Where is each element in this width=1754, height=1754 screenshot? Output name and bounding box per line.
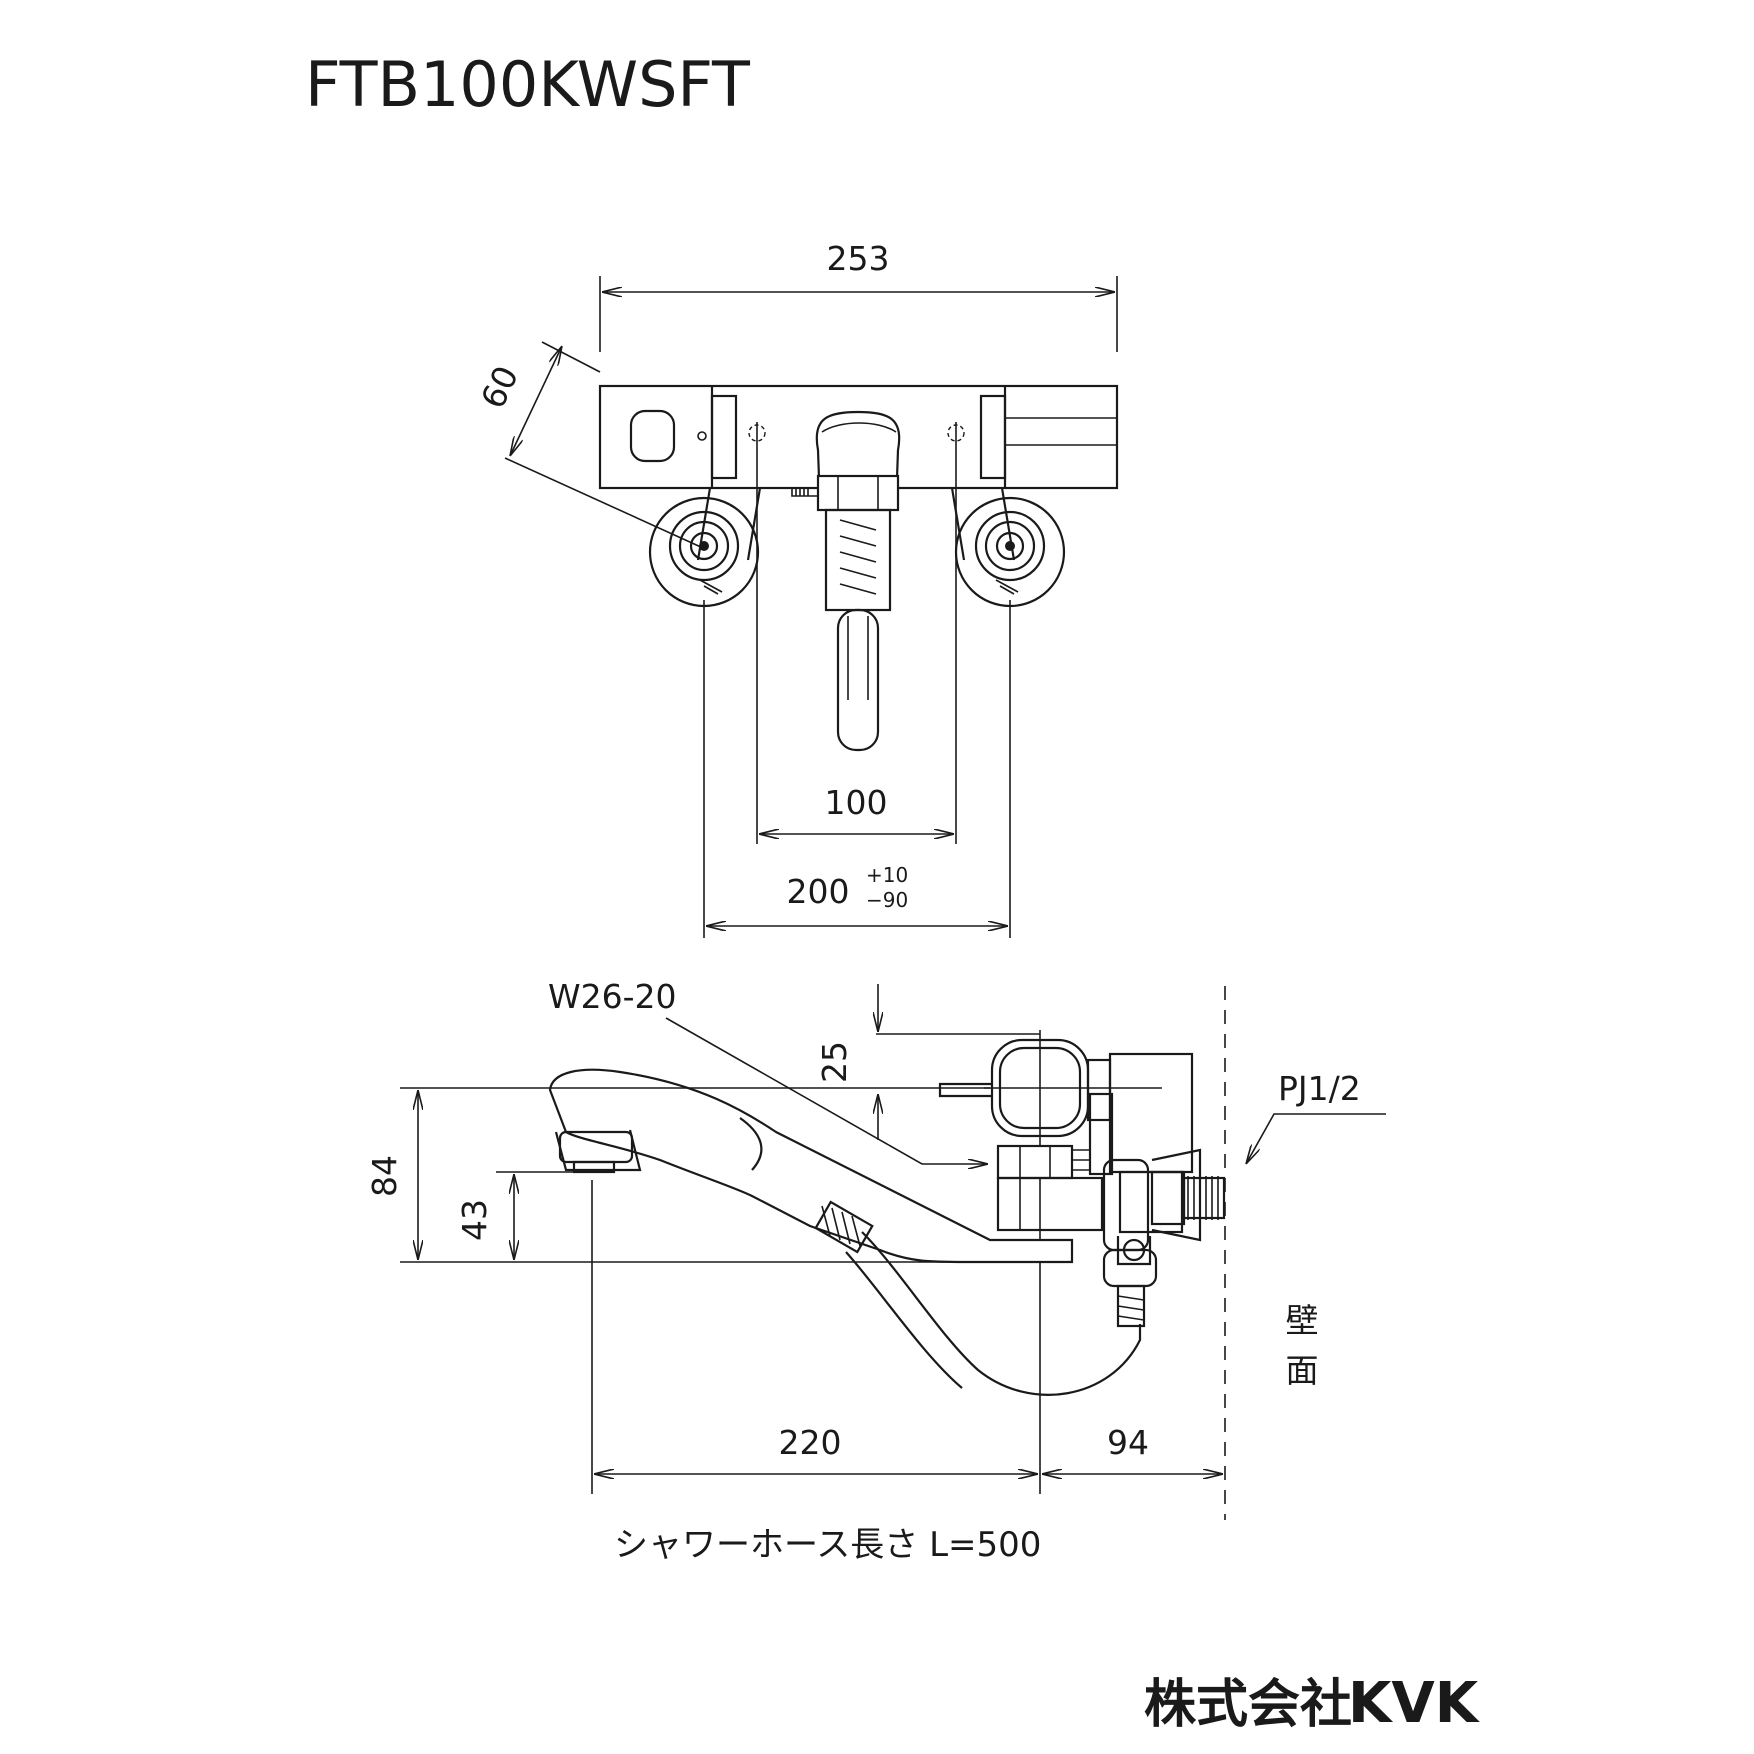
label-wall-1: 壁 (1286, 1301, 1319, 1340)
dim-wall-distance: 94 (1107, 1423, 1149, 1462)
dim-tol-plus: +10 (866, 863, 908, 887)
dim-outlet-height: 43 (455, 1199, 494, 1241)
label-wall-2: 面 (1286, 1351, 1319, 1390)
company-logo-kvk: KVK (1348, 1671, 1481, 1736)
drawing-title: FTB100KWSFT (305, 48, 751, 121)
dim-spout-height: 84 (365, 1155, 404, 1197)
dim-center-spacing: 200 (787, 872, 850, 911)
connector-nut (996, 1144, 1074, 1180)
inlet-fitting (1150, 1170, 1186, 1226)
left-elbow-outer (648, 496, 760, 608)
dim-spout-reach: 220 (779, 1423, 842, 1462)
company-name-jp: 株式会社 (1144, 1675, 1352, 1735)
right-elbow-outer (954, 496, 1066, 608)
right-inlet-port (995, 531, 1025, 561)
dim-inner-spacing: 100 (825, 783, 888, 822)
dim-body-offset: 25 (815, 1041, 854, 1083)
label-spout-thread: W26-20 (548, 977, 677, 1016)
side-view: 25 84 43 W26-20 PJ1/2 壁 面 220 94 (365, 977, 1386, 1520)
dim-tol-minus: −90 (866, 888, 908, 912)
left-inlet-port (689, 531, 719, 561)
label-inlet-thread: PJ1/2 (1278, 1069, 1361, 1108)
top-view: 253 60 100 200 +10 −90 (473, 239, 1119, 938)
dim-depth: 60 (473, 360, 526, 415)
temperature-handle-window (629, 409, 676, 463)
hose-length-note: シャワーホース長さ L=500 (614, 1525, 1041, 1565)
dim-overall-width: 253 (827, 239, 890, 278)
